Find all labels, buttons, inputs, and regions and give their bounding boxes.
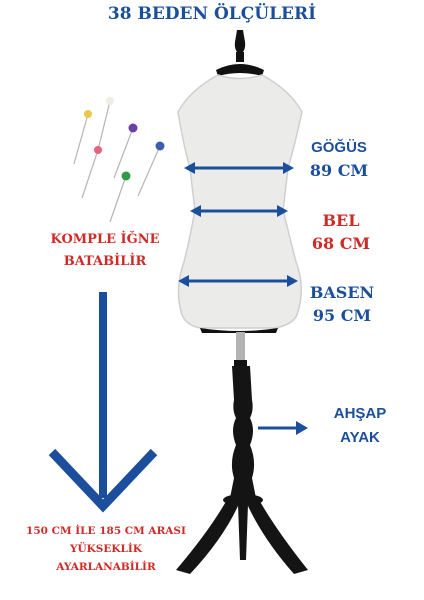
bust-arrow <box>184 162 294 174</box>
neck-cap <box>216 30 264 76</box>
height-pole <box>236 332 245 362</box>
page-title: 38 BEDEN ÖLÇÜLERİ <box>107 4 317 24</box>
pins-icon <box>73 97 165 223</box>
torso <box>177 74 303 329</box>
pins-note-line2: BATABİLİR <box>63 254 147 269</box>
hip-value: 95 CM <box>312 306 372 325</box>
bust-label: GÖĞÜS <box>311 139 367 156</box>
hip-arrow <box>178 275 298 287</box>
pins-note-line1: KOMPLE İĞNE <box>50 232 160 247</box>
height-arrow-icon <box>48 292 158 513</box>
bust-value: 89 CM <box>309 161 369 180</box>
hip-label: BASEN <box>309 283 375 302</box>
wood-leg-arrow <box>258 421 308 435</box>
height-note-line3: AYARLANABİLİR <box>56 561 156 573</box>
waist-label: BEL <box>322 211 360 230</box>
wood-leg-note-line1: AHŞAP <box>333 405 387 422</box>
waist-value: 68 CM <box>311 234 371 253</box>
height-note-line2: YÜKSEKLİK <box>70 543 142 555</box>
wooden-stand <box>230 366 256 498</box>
waist-arrow <box>190 205 288 217</box>
height-note-line1: 150 CM İLE 185 CM ARASI <box>26 525 186 537</box>
wood-leg-note-line2: AYAK <box>340 429 380 446</box>
